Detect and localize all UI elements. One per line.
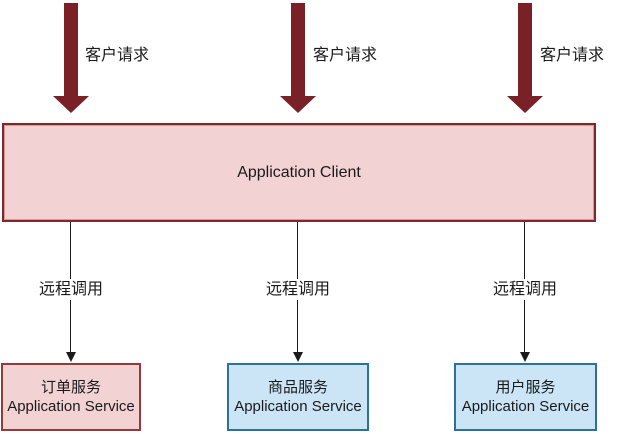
client-request-label-3: 客户请求 bbox=[540, 47, 605, 64]
client-request-arrow-3 bbox=[507, 3, 543, 113]
arrow-head-icon bbox=[53, 96, 89, 113]
service-box-order: 订单服务 Application Service bbox=[1, 363, 141, 431]
client-request-arrow-2 bbox=[280, 3, 316, 113]
application-client-label: Application Client bbox=[237, 163, 361, 181]
service-subtitle: Application Service bbox=[234, 398, 362, 415]
service-subtitle: Application Service bbox=[7, 398, 135, 415]
remote-call-label-3: 远程调用 bbox=[489, 279, 561, 300]
remote-call-label-1: 远程调用 bbox=[35, 279, 107, 300]
arrow-shaft bbox=[291, 3, 305, 97]
arrow-shaft bbox=[518, 3, 532, 97]
service-name: 订单服务 bbox=[40, 379, 101, 396]
remote-call-label-2: 远程调用 bbox=[262, 279, 334, 300]
service-box-user: 用户服务 Application Service bbox=[454, 363, 597, 431]
service-name: 商品服务 bbox=[267, 379, 328, 396]
client-request-label-2: 客户请求 bbox=[313, 47, 378, 64]
remote-call-arrowhead-3 bbox=[520, 352, 530, 362]
remote-call-arrowhead-2 bbox=[293, 352, 303, 362]
client-request-label-1: 客户请求 bbox=[85, 47, 150, 64]
remote-call-arrowhead-1 bbox=[66, 352, 76, 362]
arrow-shaft bbox=[64, 3, 78, 97]
application-client-box: Application Client bbox=[2, 123, 596, 222]
arrow-head-icon bbox=[507, 96, 543, 113]
service-name: 用户服务 bbox=[495, 379, 556, 396]
service-subtitle: Application Service bbox=[461, 398, 590, 415]
service-box-product: 商品服务 Application Service bbox=[227, 363, 369, 431]
client-request-arrow-1 bbox=[53, 3, 89, 113]
arrow-head-icon bbox=[280, 96, 316, 113]
